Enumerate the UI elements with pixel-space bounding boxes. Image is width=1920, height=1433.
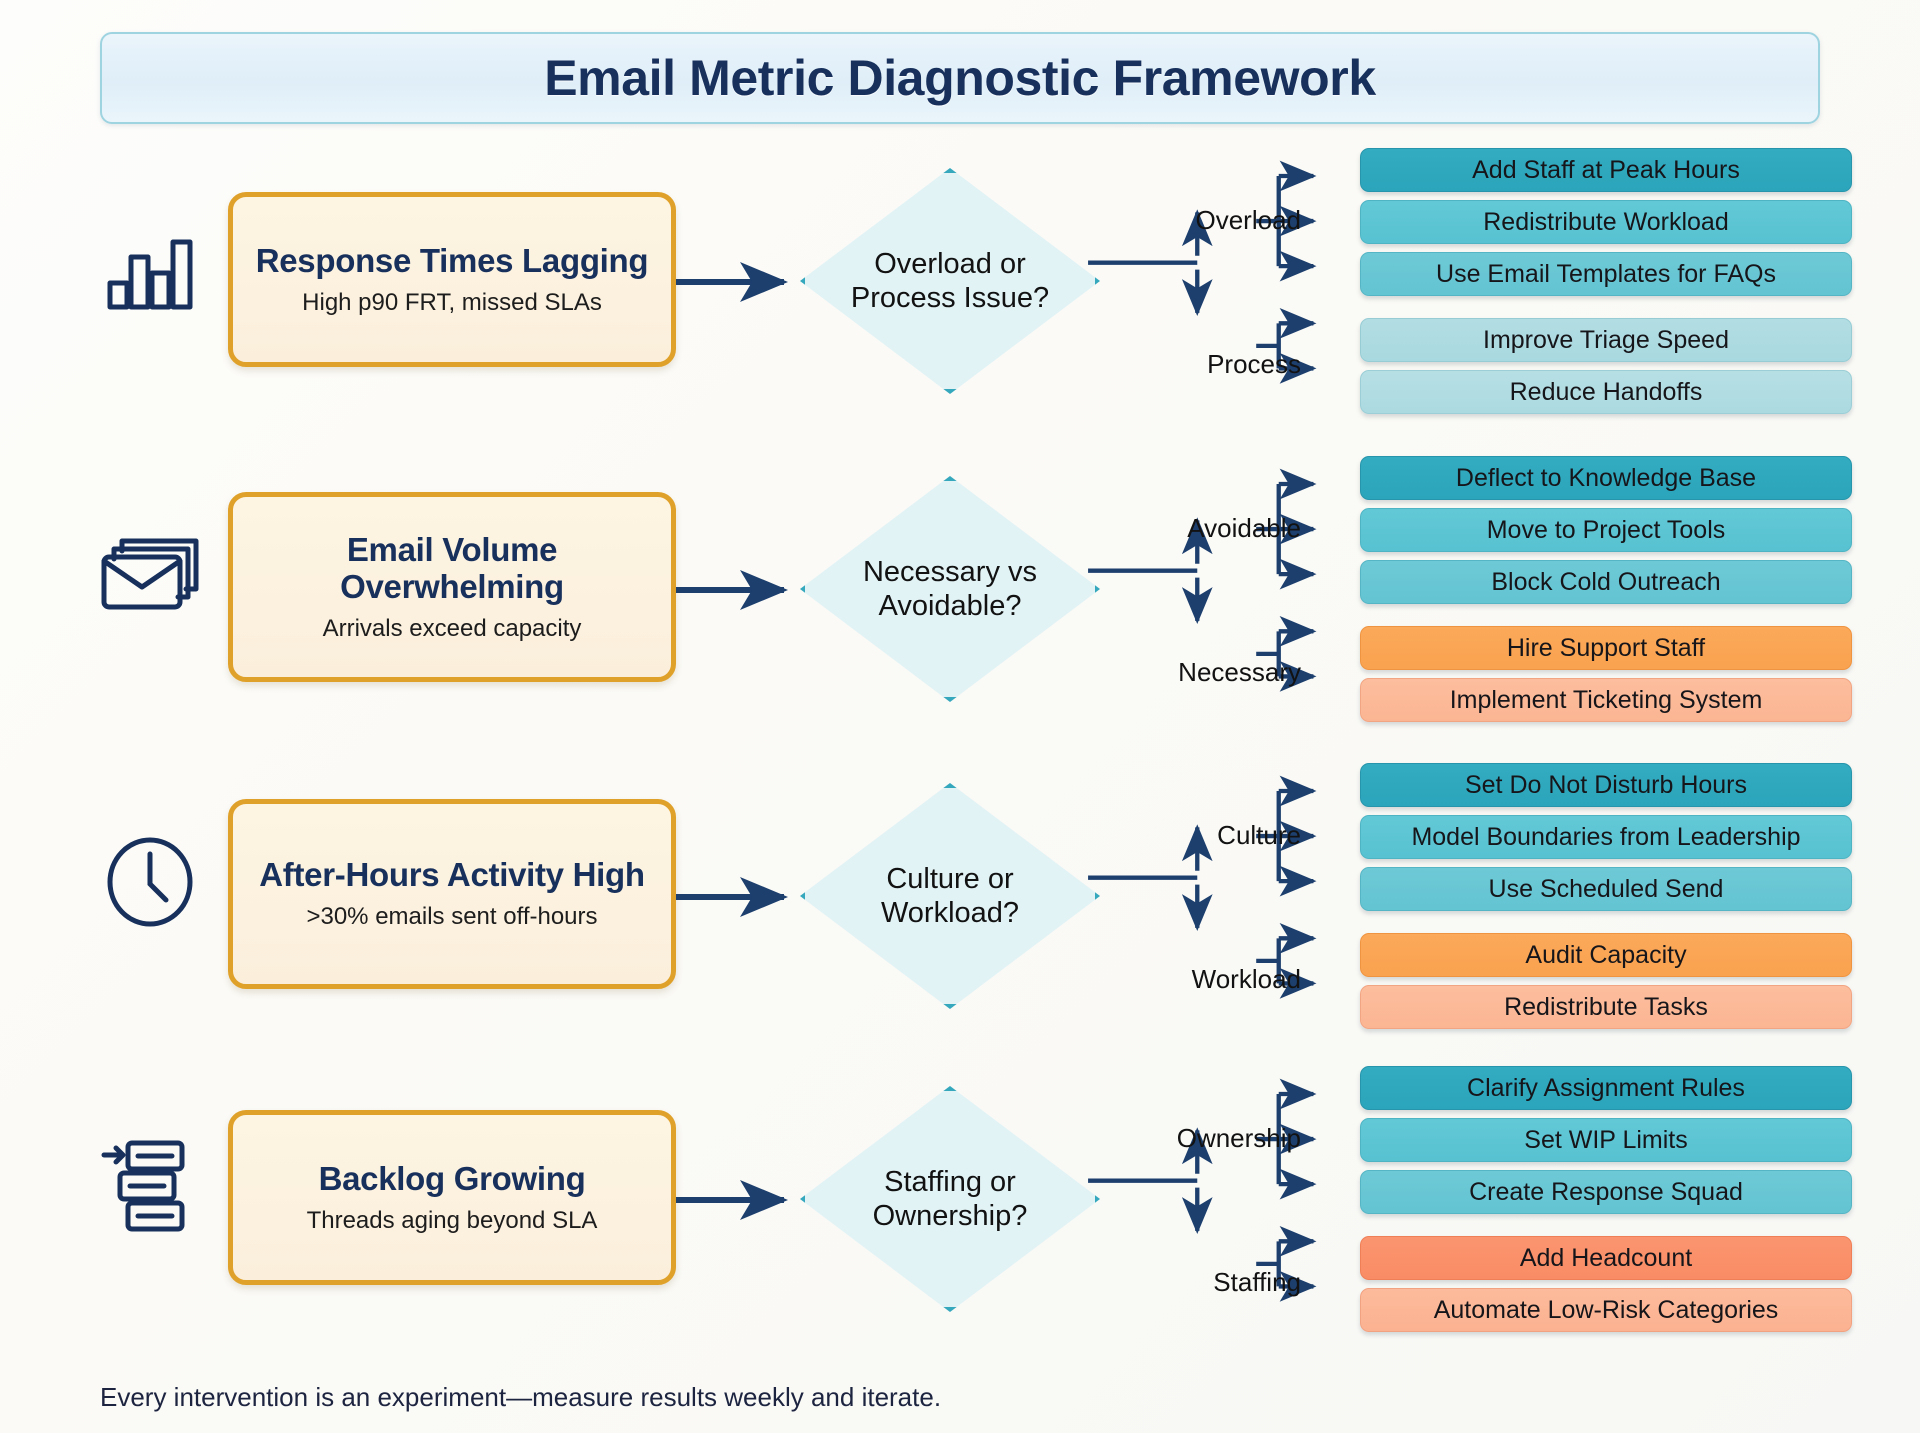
problem-subtitle: Threads aging beyond SLA (306, 1206, 598, 1234)
action-pill[interactable]: Create Response Squad (1360, 1170, 1852, 1214)
action-pill[interactable]: Improve Triage Speed (1360, 318, 1852, 362)
action-pill[interactable]: Set WIP Limits (1360, 1118, 1852, 1162)
problem-title: Response Times Lagging (255, 241, 649, 279)
problem-subtitle: High p90 FRT, missed SLAs (302, 288, 602, 316)
action-pill[interactable]: Audit Capacity (1360, 933, 1852, 977)
action-pill[interactable]: Clarify Assignment Rules (1360, 1066, 1852, 1110)
diagnostic-row: After-Hours Activity High >30% emails sen… (0, 763, 1920, 1029)
branch-connector (1088, 775, 1317, 999)
action-pill[interactable]: Move to Project Tools (1360, 508, 1852, 552)
flow-arrow-to-decision (676, 1180, 798, 1220)
problem-subtitle: >30% emails sent off-hours (306, 903, 598, 931)
problem-title: Email Volume Overwhelming (340, 530, 564, 605)
decision-diamond[interactable]: Overload or Process Issue? (800, 168, 1100, 394)
problem-title: Backlog Growing (318, 1159, 586, 1197)
decision-label: Overload or Process Issue? (850, 247, 1050, 314)
page-title-banner: Email Metric Diagnostic Framework (100, 32, 1820, 124)
action-pill[interactable]: Set Do Not Disturb Hours (1360, 763, 1852, 807)
action-pill[interactable]: Deflect to Knowledge Base (1360, 456, 1852, 500)
branch-label: Necessary (1178, 657, 1301, 687)
bar-chart-icon (95, 212, 205, 322)
branch-connector (1088, 468, 1317, 692)
decision-label: Culture or Workload? (880, 862, 1020, 929)
branch-label: Workload (1191, 964, 1301, 994)
branch-label: Overload (1195, 205, 1302, 235)
branch-label: Process (1207, 349, 1301, 379)
flow-arrow-to-decision (676, 262, 798, 302)
branch-connector (1088, 160, 1317, 384)
stacked-envelopes-icon (95, 520, 205, 630)
branch-label: Staffing (1213, 1267, 1301, 1297)
problem-subtitle: Arrivals exceed capacity (322, 614, 582, 642)
decision-label: Necessary vs Avoidable? (862, 555, 1038, 622)
flow-arrow-to-decision (676, 877, 798, 917)
action-pill[interactable]: Model Boundaries from Leadership (1360, 815, 1852, 859)
action-pill[interactable]: Add Headcount (1360, 1236, 1852, 1280)
action-pill[interactable]: Redistribute Workload (1360, 200, 1852, 244)
branch-label: Avoidable (1187, 513, 1301, 543)
action-pill[interactable]: Redistribute Tasks (1360, 985, 1852, 1029)
flow-arrow-to-decision (676, 570, 798, 610)
problem-box[interactable]: After-Hours Activity High >30% emails sen… (228, 799, 676, 989)
footer-note: Every intervention is an experiment—meas… (100, 1382, 942, 1412)
decision-label: Staffing or Ownership? (872, 1165, 1028, 1232)
clock-icon (95, 827, 205, 937)
backlog-queue-icon (95, 1130, 205, 1240)
action-pill[interactable]: Use Scheduled Send (1360, 867, 1852, 911)
problem-title: After-Hours Activity High (259, 856, 645, 894)
decision-diamond[interactable]: Staffing or Ownership? (800, 1086, 1100, 1312)
action-pill[interactable]: Hire Support Staff (1360, 626, 1852, 670)
branch-label: Ownership (1176, 1123, 1301, 1153)
decision-diamond[interactable]: Necessary vs Avoidable? (800, 476, 1100, 702)
page-title: Email Metric Diagnostic Framework (544, 50, 1376, 106)
action-pill[interactable]: Automate Low-Risk Categories (1360, 1288, 1852, 1332)
branch-label: Culture (1217, 820, 1301, 850)
action-pill[interactable]: Implement Ticketing System (1360, 678, 1852, 722)
branch-connector (1088, 1078, 1317, 1302)
action-pill[interactable]: Reduce Handoffs (1360, 370, 1852, 414)
action-pill[interactable]: Block Cold Outreach (1360, 560, 1852, 604)
action-pill[interactable]: Use Email Templates for FAQs (1360, 252, 1852, 296)
decision-diamond[interactable]: Culture or Workload? (800, 783, 1100, 1009)
action-pill[interactable]: Add Staff at Peak Hours (1360, 148, 1852, 192)
